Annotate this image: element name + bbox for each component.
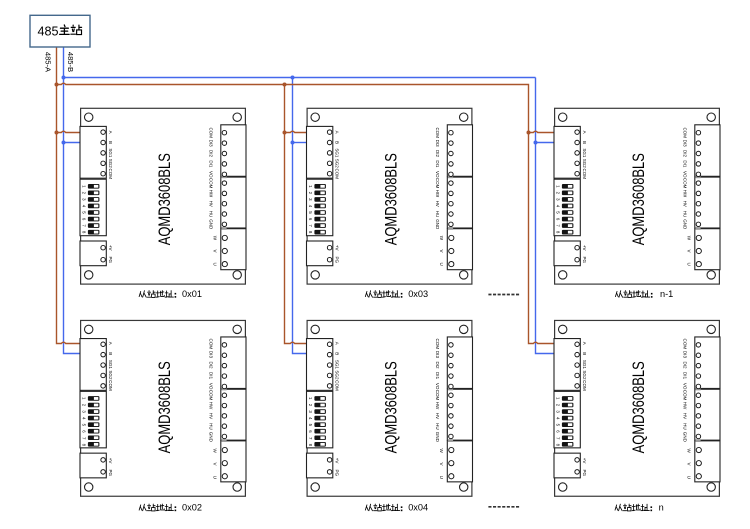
svg-text:AQMD3608BLS: AQMD3608BLS: [631, 153, 649, 245]
svg-text:0x02: 0x02: [182, 502, 202, 512]
svg-text:n-1: n-1: [660, 289, 673, 299]
svg-text:n: n: [659, 502, 664, 512]
svg-text:0x03: 0x03: [408, 289, 428, 299]
svg-text:AQMD3608BLS: AQMD3608BLS: [631, 361, 649, 453]
svg-text:AQMD3608BLS: AQMD3608BLS: [157, 361, 175, 453]
svg-text:AQMD3608BLS: AQMD3608BLS: [383, 361, 401, 453]
svg-text:485: 485: [37, 25, 58, 39]
svg-text:0x04: 0x04: [408, 502, 428, 512]
svg-text:485-B: 485-B: [66, 52, 75, 72]
svg-text:485-A: 485-A: [44, 52, 53, 73]
svg-text:0x01: 0x01: [182, 289, 202, 299]
svg-text:AQMD3608BLS: AQMD3608BLS: [157, 153, 175, 245]
svg-text:AQMD3608BLS: AQMD3608BLS: [383, 153, 401, 245]
